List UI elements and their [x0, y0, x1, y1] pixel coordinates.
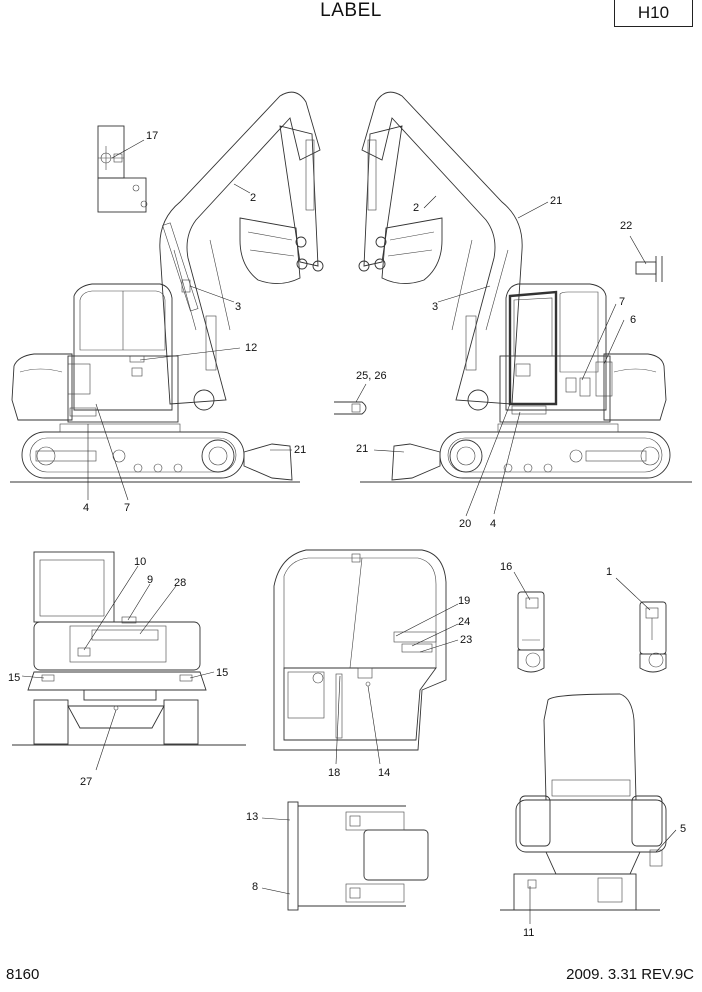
callout-27: 27	[80, 776, 92, 788]
callout-8: 8	[252, 881, 258, 893]
detail-label-25-26	[334, 401, 367, 415]
callout-17: 17	[146, 130, 158, 142]
callout-10: 10	[134, 556, 146, 568]
callout-3-left: 3	[235, 301, 241, 313]
rear-view-machine	[12, 551, 246, 746]
page-code-box: H10	[614, 0, 693, 27]
callout-6: 6	[630, 314, 636, 326]
excavator-left-view	[10, 91, 324, 483]
operator-seat-view	[500, 693, 667, 911]
callout-28: 28	[174, 577, 186, 589]
callout-16: 16	[500, 561, 512, 573]
callout-13: 13	[246, 811, 258, 823]
callout-21-top: 21	[550, 195, 562, 207]
callout-24: 24	[458, 616, 470, 628]
callout-7-right: 7	[619, 296, 625, 308]
excavator-right-view	[358, 91, 692, 483]
cab-interior-view	[273, 549, 447, 751]
callout-4-left: 4	[83, 502, 89, 514]
callout-23: 23	[460, 634, 472, 646]
callout-15-right: 15	[216, 667, 228, 679]
callout-7-left: 7	[124, 502, 130, 514]
callout-numbers: 17 2 3 12 4 7 21 2 21 3 7 6 21 20 4 22 2…	[8, 130, 686, 939]
callout-18: 18	[328, 767, 340, 779]
callout-3-right: 3	[432, 301, 438, 313]
control-lever-views	[517, 591, 667, 673]
callout-14: 14	[378, 767, 390, 779]
callout-4-right: 4	[490, 518, 496, 530]
callout-25-26: 25, 26	[356, 370, 387, 382]
callout-19: 19	[458, 595, 470, 607]
revision-label: 2009. 3.31 REV.9C	[566, 966, 694, 983]
callout-12: 12	[245, 342, 257, 354]
callout-1: 1	[606, 566, 612, 578]
detail-label-17	[97, 125, 148, 213]
callout-20: 20	[459, 518, 471, 530]
callout-2-right: 2	[413, 202, 419, 214]
callout-2-left: 2	[250, 192, 256, 204]
callout-5: 5	[680, 823, 686, 835]
callout-9: 9	[147, 574, 153, 586]
callout-21-bottom: 21	[356, 443, 368, 455]
callout-leader-lines	[21, 139, 677, 924]
callout-11: 11	[523, 927, 534, 939]
callout-22: 22	[620, 220, 632, 232]
floor-plan-view	[287, 801, 429, 911]
callout-15-left: 15	[8, 672, 20, 684]
drawing-number: 8160	[6, 966, 40, 983]
detail-label-22	[635, 256, 663, 282]
callout-21-left: 21	[294, 444, 306, 456]
page-title: LABEL	[320, 0, 382, 21]
